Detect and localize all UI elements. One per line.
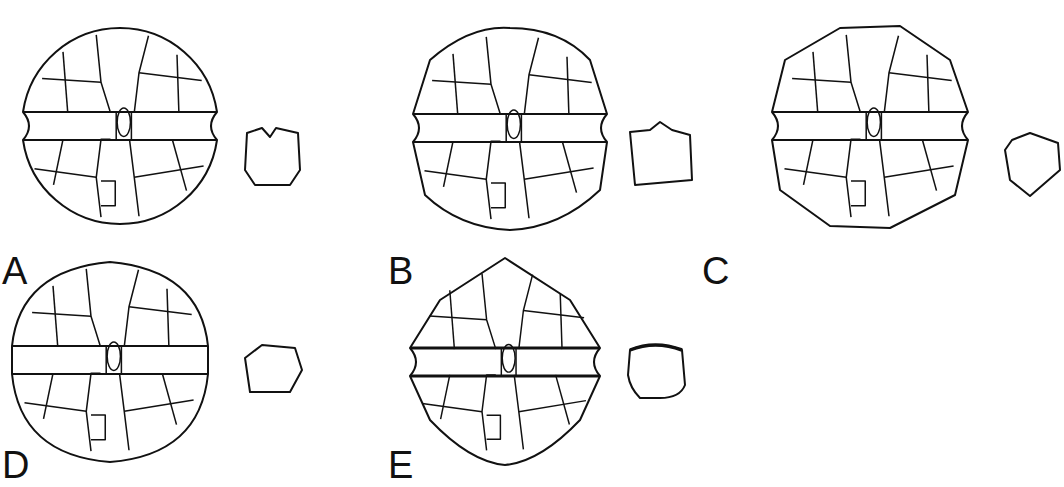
panel-letter: C [702,252,729,290]
panel-letter: A [2,252,27,290]
panel-letter: E [388,446,413,484]
panel-letter: B [388,252,413,290]
panel-letter: D [2,446,29,484]
